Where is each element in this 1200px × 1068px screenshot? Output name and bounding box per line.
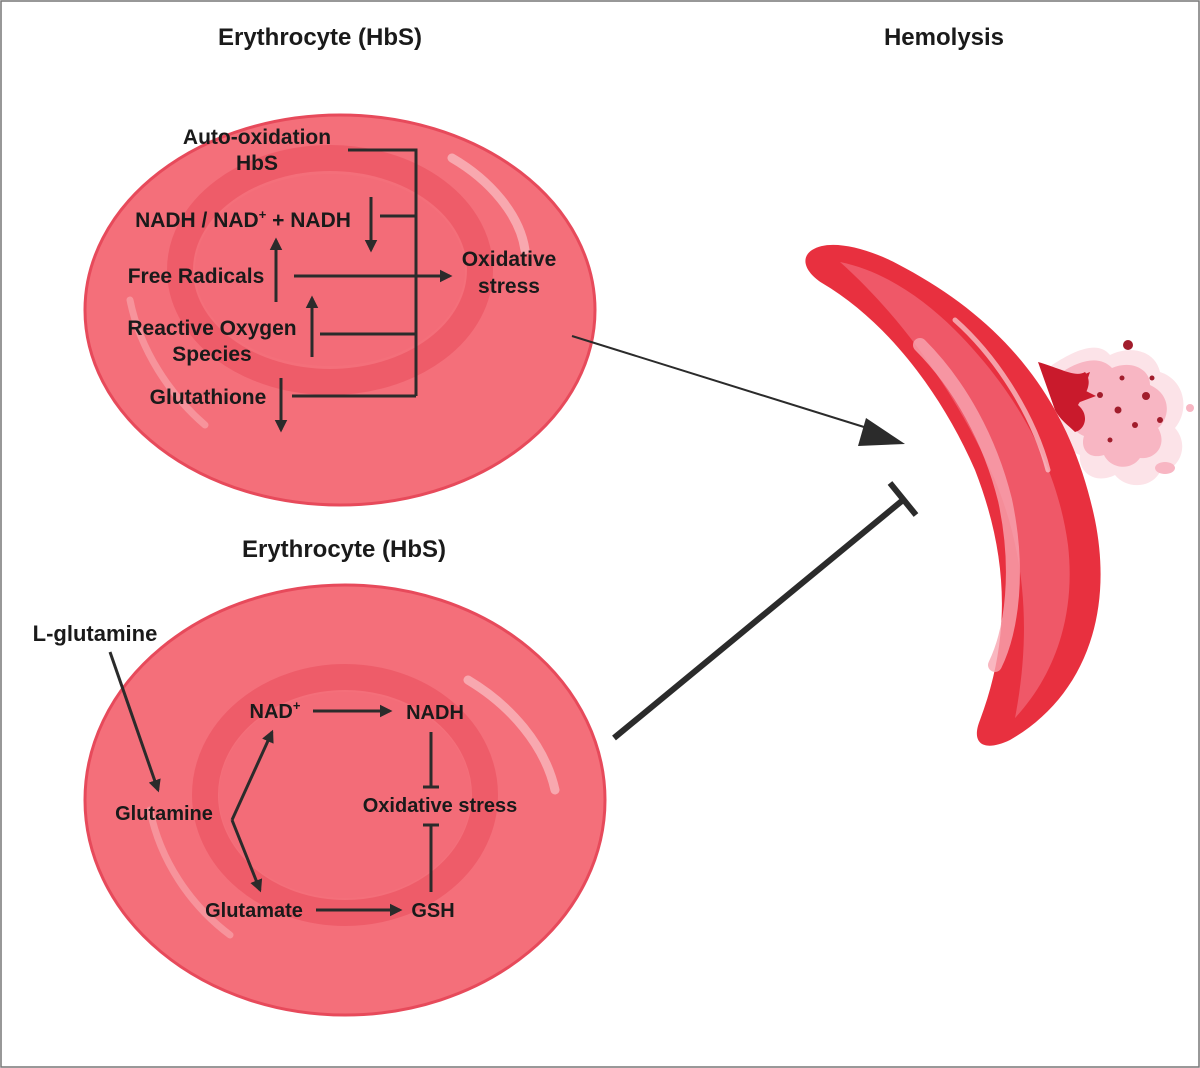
nadh-inhibits-oxidative-stress — [423, 732, 439, 789]
bottom-cell-red-blood-cell-icon — [83, 583, 607, 1017]
sickle-cell-icon — [805, 244, 1101, 746]
l-glutamine-inhibits-hemolysis-line — [612, 481, 919, 741]
top-cell-red-blood-cell-icon — [83, 113, 597, 507]
top-cell-title: Erythrocyte (HbS) — [218, 24, 422, 51]
glutamine-to-glutamate-arrow — [230, 819, 263, 893]
hemolysis-title: Hemolysis — [884, 24, 1004, 51]
nadh-ratio-tail: + NADH — [266, 209, 351, 232]
oxidative-stress-promotes-hemolysis-arrow — [571, 335, 905, 446]
nadh-ratio-text: NADH / NAD — [135, 209, 259, 232]
ros-label-1: Reactive Oxygen — [127, 317, 296, 340]
l-glutamine-uptake-arrow — [108, 651, 161, 793]
glutamate-label: Glutamate — [205, 900, 303, 922]
nad-text: NAD — [250, 701, 293, 723]
auto-oxidation-label-2: HbS — [236, 152, 278, 175]
nadh-ratio-label: NADH / NAD+ + NADH — [135, 207, 351, 232]
top-cell-pathway-bracket — [292, 148, 453, 398]
bottom-oxidative-stress-label: Oxidative stress — [363, 795, 518, 817]
glutathione-label: Glutathione — [150, 386, 267, 409]
nadh-ratio-superscript: + — [259, 207, 267, 222]
l-glutamine-label: L-glutamine — [33, 621, 158, 646]
nadh-label: NADH — [406, 702, 464, 724]
auto-oxidation-label: Auto-oxidation — [183, 126, 331, 149]
bottom-cell-title: Erythrocyte (HbS) — [242, 536, 446, 563]
top-oxidative-stress-1: Oxidative — [462, 248, 557, 271]
free-radicals-label: Free Radicals — [128, 265, 265, 288]
ros-label-2: Species — [172, 343, 251, 366]
gsh-inhibits-oxidative-stress — [423, 823, 439, 892]
glutamine-to-nad-arrow — [230, 729, 274, 821]
top-oxidative-stress-2: stress — [478, 275, 540, 298]
auto-oxidation-line-1: Auto-oxidation — [183, 126, 331, 149]
nad-label: NAD+ — [250, 698, 301, 723]
gsh-label: GSH — [411, 900, 454, 922]
nad-superscript: + — [293, 698, 301, 713]
glutamine-label: Glutamine — [115, 803, 213, 825]
